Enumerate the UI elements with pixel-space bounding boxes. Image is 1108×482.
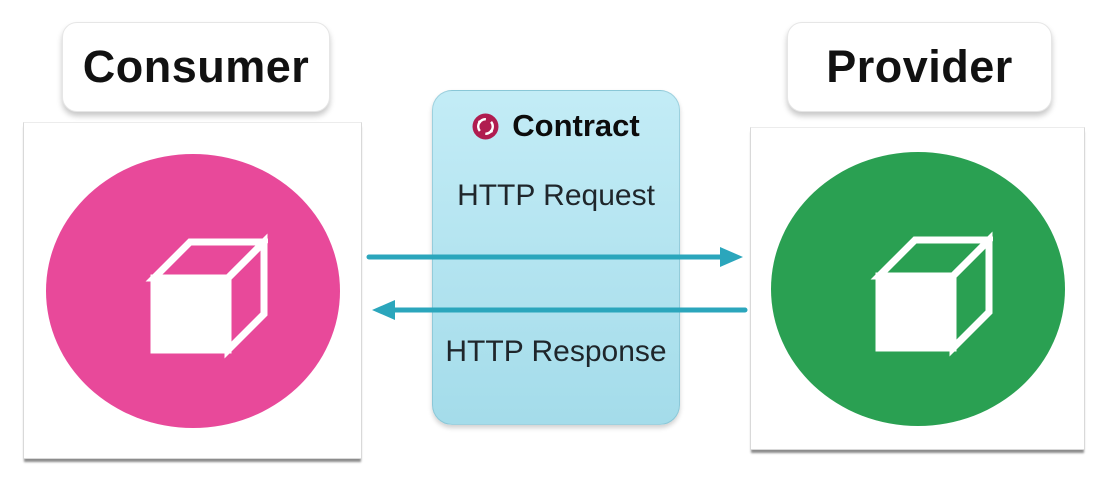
cube-icon xyxy=(145,233,268,358)
contract-header: Contract xyxy=(433,108,679,144)
consumer-card xyxy=(23,122,362,459)
cube-icon xyxy=(870,231,993,356)
consumer-label: Consumer xyxy=(82,41,310,92)
contract-box: Contract HTTP Request HTTP Response xyxy=(432,90,680,425)
provider-circle xyxy=(770,151,1065,426)
consumer-label-pill: Consumer xyxy=(62,22,330,112)
provider-label-pill: Provider xyxy=(787,22,1052,112)
contract-title: Contract xyxy=(512,108,640,143)
consumer-circle xyxy=(45,153,340,428)
http-request-label: HTTP Request xyxy=(457,179,655,212)
sync-ring-icon xyxy=(472,113,499,139)
provider-label: Provider xyxy=(826,41,1013,92)
provider-card xyxy=(750,127,1085,450)
http-response-label: HTTP Response xyxy=(445,335,667,368)
